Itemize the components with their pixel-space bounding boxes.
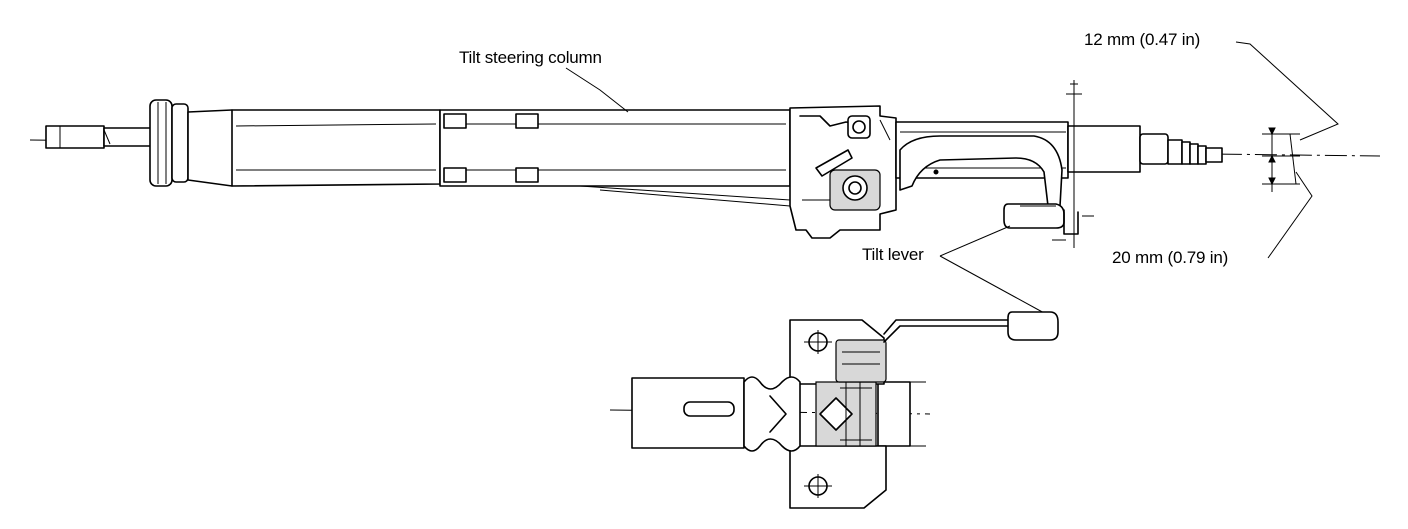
detail-lower-plate: [789, 445, 887, 509]
leader-lever-side: [939, 225, 1011, 257]
detail-shaft: [683, 401, 735, 417]
left-shaft-end: [45, 125, 155, 149]
label-dim-lower: 20 mm (0.79 in): [1112, 248, 1229, 267]
mounting-bracket-right: [1052, 80, 1094, 248]
leader-dim-lower: [1267, 171, 1313, 259]
middle-jacket: [439, 109, 791, 207]
leader-lines: [565, 41, 1339, 315]
label-dim-upper: 12 mm (0.47 in): [1084, 30, 1201, 49]
tilt-bracket: [789, 105, 897, 239]
detail-lever-rod: [883, 319, 1013, 335]
main-column-side-view: [29, 80, 1381, 248]
tilt-lever-side: [899, 135, 1065, 229]
leader-dim-upper: [1235, 41, 1339, 141]
right-shaft-end: [1167, 139, 1223, 165]
label-tilt-lever: Tilt lever: [862, 245, 924, 264]
left-flange: [149, 99, 189, 187]
tilt-dimension: [1262, 127, 1300, 192]
leader-column: [565, 67, 629, 113]
detail-tube-right: [877, 381, 911, 447]
top-view-detail: [609, 311, 1059, 509]
detail-pivot: [835, 339, 887, 383]
detail-lever-knob: [1007, 311, 1059, 341]
label-tilt-steering-column: Tilt steering column: [459, 48, 602, 67]
outer-tube: [187, 109, 441, 187]
detail-bellows: [743, 376, 801, 452]
leader-lever-top: [939, 255, 1047, 315]
